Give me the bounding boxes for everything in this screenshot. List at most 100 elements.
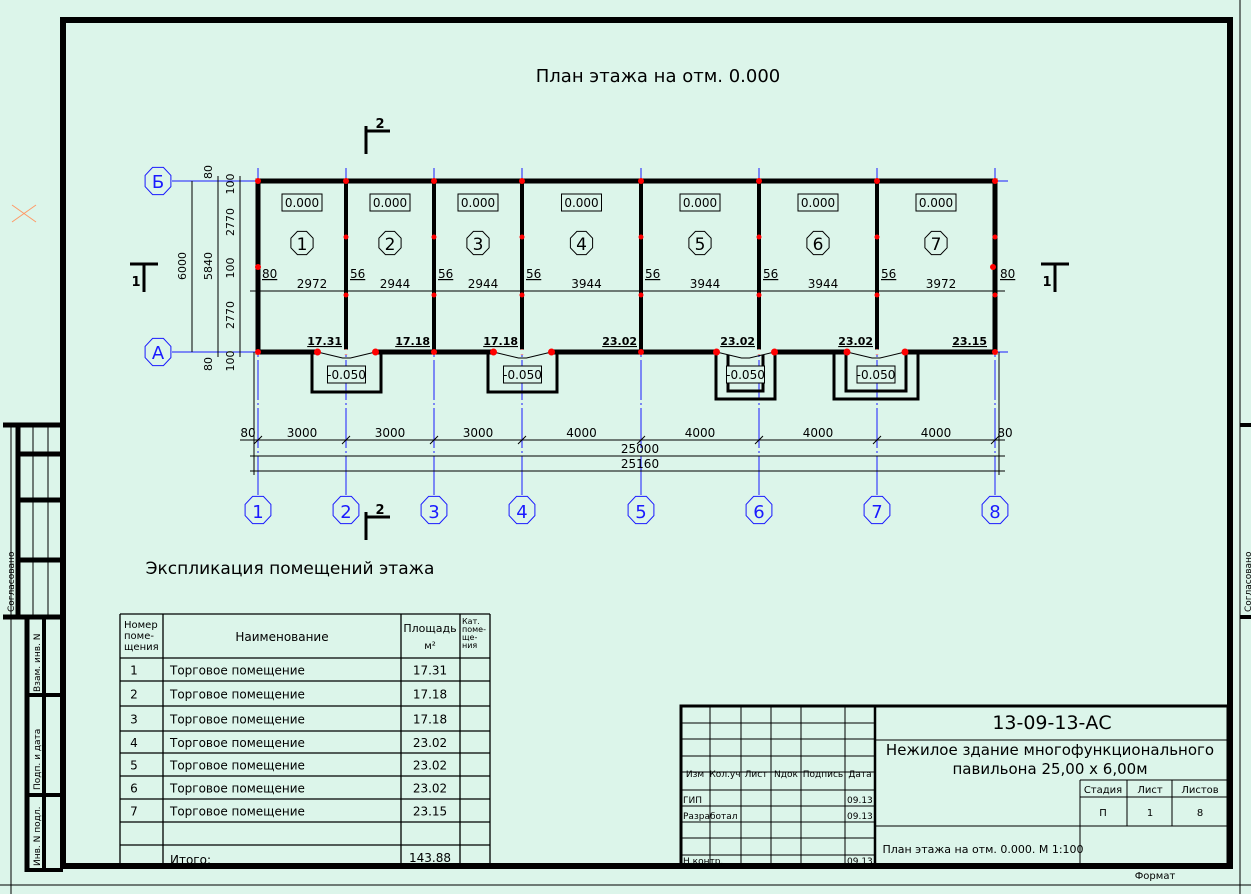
axis-bubble-7 bbox=[863, 495, 891, 525]
room-area: 17.18 bbox=[395, 335, 430, 348]
room-level: 0.000 bbox=[564, 196, 598, 210]
room-level: 0.000 bbox=[373, 196, 407, 210]
span-dimension: 4000 bbox=[803, 426, 834, 440]
wall-thickness-dim: 56 bbox=[438, 267, 453, 281]
axis-label-7: 7 bbox=[871, 502, 882, 523]
node-point bbox=[519, 234, 525, 240]
row-name: Торговое помещение bbox=[169, 713, 305, 727]
row-name: Торговое помещение bbox=[169, 736, 305, 750]
node-point bbox=[490, 348, 497, 356]
node-point bbox=[431, 292, 437, 298]
node-point bbox=[519, 178, 525, 184]
porch-outline bbox=[486, 354, 559, 394]
section-label: 2 bbox=[375, 503, 384, 518]
row-number: 6 bbox=[130, 782, 138, 796]
axis-label-2: 2 bbox=[340, 502, 351, 523]
dimension-tick bbox=[636, 435, 646, 445]
node-point bbox=[372, 348, 379, 356]
header-area-unit: м² bbox=[424, 641, 436, 652]
ucs-cross-marker bbox=[11, 204, 37, 223]
room-width-dim: 2944 bbox=[468, 277, 499, 291]
entrance-porch: -0.050 bbox=[310, 348, 383, 394]
room-level: 0.000 bbox=[285, 196, 319, 210]
stamp-sign-date: Подп. и дата bbox=[33, 729, 43, 790]
row-area: 17.18 bbox=[413, 713, 447, 727]
node-point bbox=[638, 178, 644, 184]
row-area: 23.02 bbox=[413, 782, 447, 796]
room-area: 17.31 bbox=[307, 335, 342, 348]
row-name: Торговое помещение bbox=[169, 664, 305, 678]
porch-level: -0.050 bbox=[327, 368, 366, 382]
axis-bubble-5 bbox=[627, 495, 655, 525]
node-point bbox=[255, 349, 261, 355]
porch-level: -0.050 bbox=[857, 368, 896, 382]
section-mark-1-right: 1 bbox=[1041, 262, 1069, 292]
vertical-dimension: 80 bbox=[202, 165, 215, 179]
room-width-dim: 3944 bbox=[808, 277, 839, 291]
stamp-agreed: Согласовано bbox=[7, 551, 17, 612]
room-level: 0.000 bbox=[801, 196, 835, 210]
tb-date: 09.13 bbox=[847, 796, 873, 806]
edge-dimension-right: 80 bbox=[997, 426, 1012, 440]
section-mark-2-bottom: 2 bbox=[364, 503, 390, 540]
node-point bbox=[548, 348, 555, 356]
node-point bbox=[756, 292, 762, 298]
room-width-dim: 3944 bbox=[571, 277, 602, 291]
total-label: Итого: bbox=[170, 853, 211, 867]
door-swing bbox=[716, 351, 775, 359]
wall-thickness-dim: 80 bbox=[262, 267, 277, 281]
tb-header-1: Кол.уч bbox=[709, 770, 740, 780]
stamp-inv-orig: Инв. N подл. bbox=[33, 807, 43, 866]
dimension-tick bbox=[517, 435, 527, 445]
tb-role: ГИП bbox=[683, 796, 702, 806]
header-category: Кат. bbox=[462, 617, 480, 626]
section-label: 1 bbox=[1042, 275, 1051, 290]
door-swing bbox=[493, 351, 552, 359]
level-mark-box bbox=[679, 193, 721, 212]
porch-level-box bbox=[327, 365, 366, 384]
node-point bbox=[992, 178, 998, 184]
porch-outline bbox=[714, 354, 777, 401]
room-number: 4 bbox=[576, 235, 587, 255]
level-mark-box bbox=[369, 193, 411, 212]
vertical-dimension: 100 bbox=[224, 258, 237, 279]
tb-stage: П bbox=[1099, 808, 1107, 819]
axis-bubble-Б bbox=[144, 166, 172, 196]
total-overall-dimension: 25160 bbox=[621, 457, 659, 471]
vertical-dimension: 6000 bbox=[176, 252, 189, 280]
node-point bbox=[901, 348, 909, 356]
entrance-porch: -0.050 bbox=[832, 348, 920, 401]
wall-thickness-dim: 56 bbox=[881, 267, 896, 281]
header-room-number: поме- bbox=[124, 631, 154, 642]
row-name: Торговое помещение bbox=[169, 688, 305, 702]
level-mark-box bbox=[797, 193, 839, 212]
room-width-dim: 2972 bbox=[297, 277, 328, 291]
porch-level: -0.050 bbox=[503, 368, 542, 382]
tb-document-code: 13-09-13-АС bbox=[992, 712, 1111, 734]
wall-thickness-dim: 56 bbox=[526, 267, 541, 281]
explication-title: Экспликация помещений этажа bbox=[146, 559, 435, 579]
row-number: 1 bbox=[130, 664, 138, 678]
wall-thickness-dim: 56 bbox=[763, 267, 778, 281]
door-swing bbox=[846, 351, 906, 359]
node-point bbox=[638, 234, 644, 240]
node-point bbox=[874, 178, 880, 184]
section-mark-1-left: 1 bbox=[130, 262, 158, 292]
title-block-frame bbox=[679, 704, 1230, 868]
room-area: 23.15 bbox=[952, 335, 987, 348]
tb-sheets: 8 bbox=[1197, 808, 1203, 819]
sheet-frame bbox=[60, 17, 1233, 869]
row-name: Торговое помещение bbox=[169, 782, 305, 796]
header-room-number: Номер bbox=[124, 620, 158, 631]
row-number: 4 bbox=[130, 736, 138, 750]
axis-label-5: 5 bbox=[635, 502, 646, 523]
node-point bbox=[756, 178, 762, 184]
node-point bbox=[874, 292, 880, 298]
axis-label-А: А bbox=[152, 343, 165, 364]
door-swing bbox=[317, 351, 376, 359]
